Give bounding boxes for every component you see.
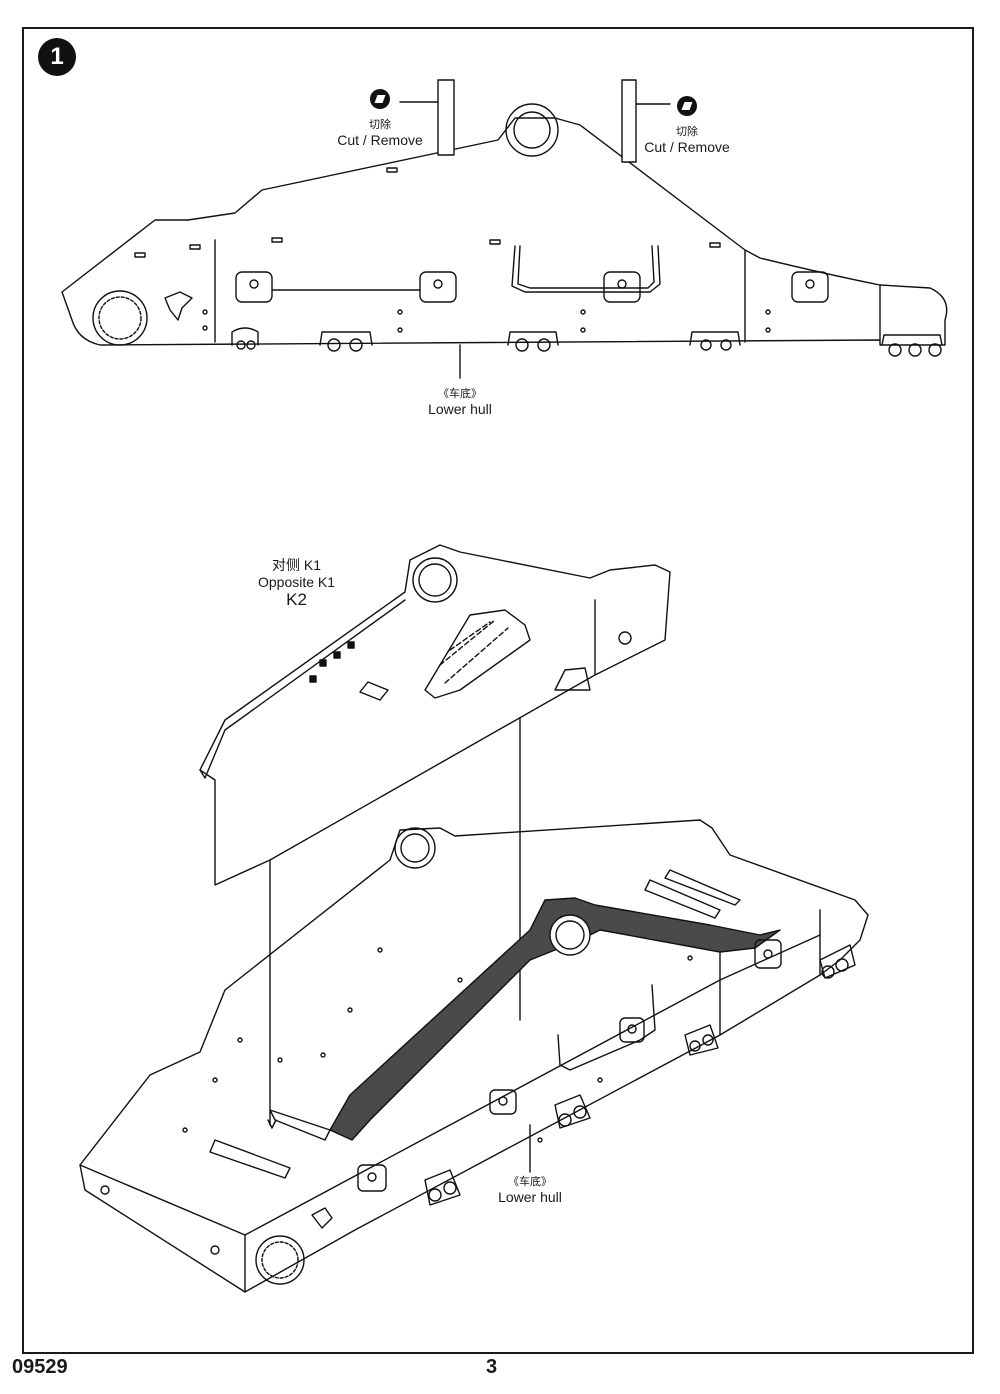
cut-remove-label-en: Cut / Remove	[644, 139, 730, 155]
opposite-label-en: Opposite K1	[258, 574, 336, 590]
cut-remove-icon	[370, 89, 390, 109]
lower-hull-label-bottom: 《车底》 Lower hull	[478, 1172, 582, 1206]
kit-code: 09529	[12, 1356, 68, 1378]
part-number-k2: K2	[286, 590, 307, 609]
page-frame	[22, 27, 974, 1354]
side-plate-k2	[199, 544, 671, 886]
lower-hull-side-view	[61, 79, 948, 379]
opposite-label-cn: 对侧 K1	[272, 557, 322, 573]
cut-remove-label-cn: 切除	[369, 119, 391, 131]
lower-hull-label-cn: 《车底》	[508, 1176, 552, 1188]
opposite-part-callout: 对侧 K1 Opposite K1 K2	[258, 557, 335, 609]
lower-hull-label-top: 《车底》 Lower hull	[408, 384, 512, 418]
step-number-badge: 1	[38, 38, 76, 76]
cut-remove-callout-left: 切除 Cut / Remove	[325, 89, 435, 149]
lower-hull-label-en: Lower hull	[498, 1189, 562, 1205]
cut-remove-icon	[677, 96, 697, 116]
cut-remove-label-en: Cut / Remove	[337, 132, 423, 148]
cut-remove-label-cn: 切除	[676, 126, 698, 138]
page-number: 3	[486, 1356, 498, 1378]
lower-hull-label-cn: 《车底》	[438, 388, 482, 400]
step-number: 1	[50, 43, 64, 70]
lower-hull-label-en: Lower hull	[428, 401, 492, 417]
lower-hull-isometric-view	[79, 819, 869, 1293]
cut-remove-callout-right: 切除 Cut / Remove	[632, 96, 742, 156]
